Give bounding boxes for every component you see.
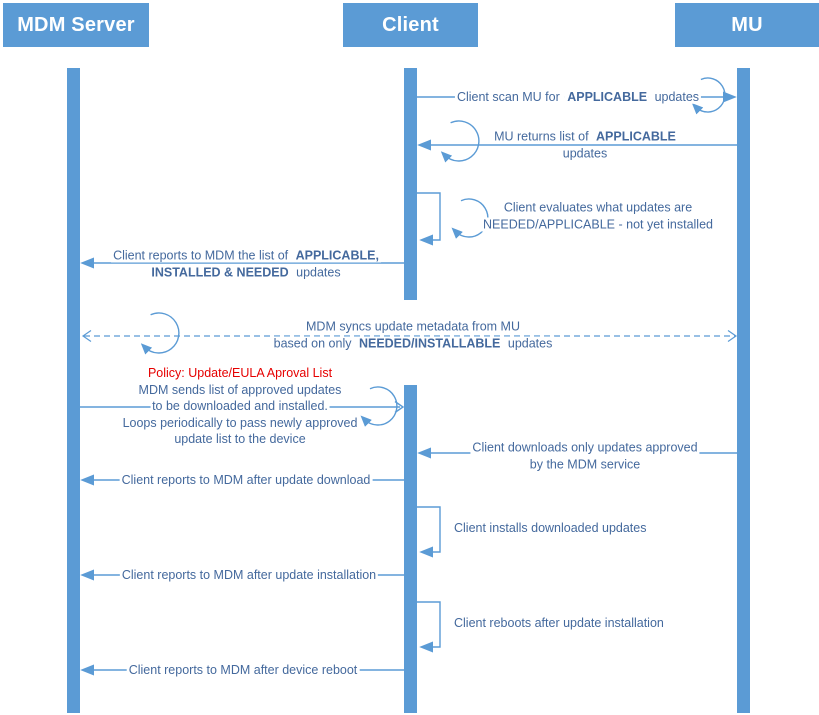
message-installs-label: Client installs downloaded updates: [452, 520, 649, 535]
message-report-install-label: Client reports to MDM after update insta…: [119, 567, 379, 582]
lifeline-mu: [737, 68, 750, 713]
arrow-installs: [417, 506, 441, 558]
loop-icon: [440, 120, 480, 163]
actor-mu: MU: [675, 3, 819, 47]
loop-icon: [360, 386, 398, 427]
loop-icon: [691, 77, 726, 115]
actor-mdm-server: MDM Server: [3, 3, 149, 47]
message-reboots-label: Client reboots after update installation: [452, 615, 666, 630]
loop-icon: [140, 312, 180, 355]
message-report-reboot-label: Client reports to MDM after device reboo…: [126, 662, 360, 677]
lifeline-client-lower: [404, 385, 417, 713]
message-report-download-label: Client reports to MDM after update downl…: [119, 472, 373, 487]
lifeline-client-upper: [404, 68, 417, 300]
arrow-evaluates: [417, 192, 489, 246]
message-scan-label: Client scan MU for APPLICABLE updates: [454, 89, 702, 104]
arrow-reboots: [417, 601, 441, 653]
arrow-returns: [417, 120, 737, 163]
lifeline-mdm-server: [67, 68, 80, 713]
message-report-list-label: Client reports to MDM the list of APPLIC…: [111, 248, 381, 279]
actor-client: Client: [343, 3, 478, 47]
